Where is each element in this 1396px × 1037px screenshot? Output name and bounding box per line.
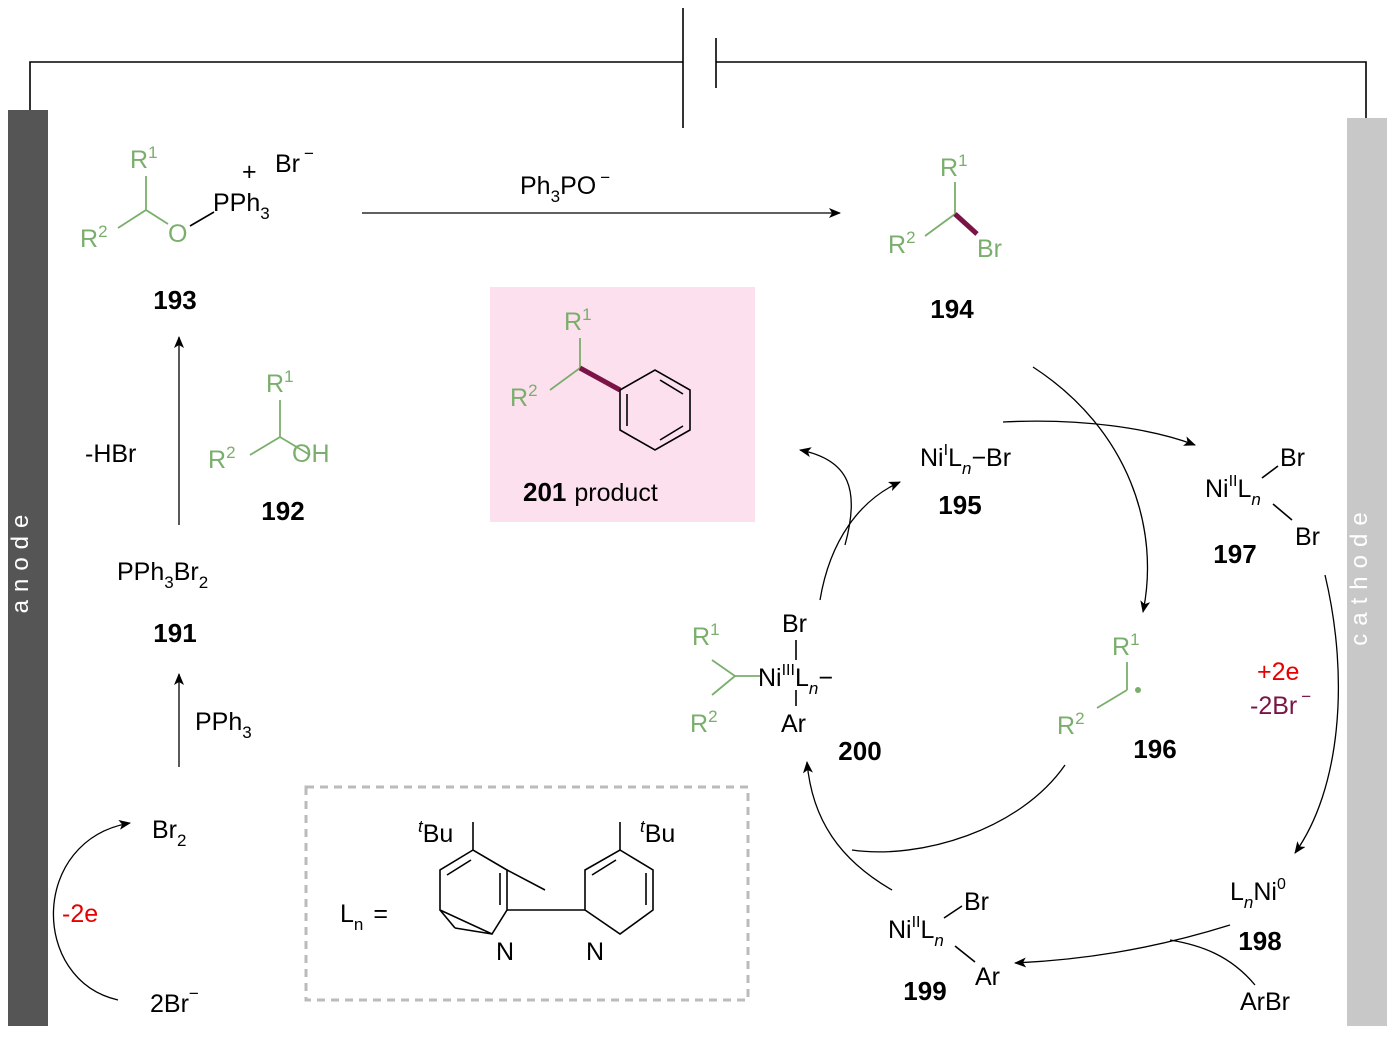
svg-text:Br: Br [1295, 523, 1320, 551]
arrow-198-to-199 [1014, 924, 1231, 968]
arrow-196-to-200 [851, 764, 1066, 853]
arrow-arbr-in [1169, 939, 1256, 986]
svg-text:tBu: tBu [640, 817, 675, 848]
svg-text:R1: R1 [1112, 630, 1140, 661]
compound-197-structure: NiIILn Br Br [1205, 444, 1320, 551]
svg-text:R2: R2 [208, 443, 236, 474]
svg-text:PPh3: PPh3 [213, 189, 270, 223]
svg-text:R1: R1 [940, 151, 968, 182]
compound-199-label: 199 [903, 976, 946, 1006]
product-box [490, 287, 755, 522]
svg-text:tBu: tBu [418, 817, 453, 848]
minus2br-label: -2Br− [1250, 687, 1311, 720]
arrow-199-to-200 [802, 761, 893, 891]
compound-198-label: 198 [1238, 926, 1281, 956]
compound-201-structure: R1 R2 [510, 305, 691, 451]
br2-label: Br2 [152, 816, 186, 850]
arbr-label: ArBr [1240, 988, 1290, 1016]
svg-text:N: N [496, 938, 514, 966]
svg-text:+: + [242, 158, 257, 186]
svg-text:Br: Br [964, 888, 989, 916]
arrow-200-to-195 [819, 481, 901, 601]
compound-195-structure: NiILn−Br [920, 442, 1011, 478]
compound-200-structure: R1 R2 NiIIILn− Br Ar [690, 610, 833, 738]
compound-199-structure: NiIILn Br Ar [888, 888, 1000, 991]
svg-text:NiIILn: NiIILn [1205, 473, 1261, 509]
svg-text:Br−: Br− [275, 144, 314, 178]
compound-192-structure: R1 R2 OH [208, 367, 330, 474]
svg-text:NiIILn: NiIILn [888, 914, 944, 950]
circuit [29, 8, 1367, 152]
svg-text:O: O [168, 220, 187, 248]
svg-text:OH: OH [292, 440, 330, 468]
pph3-label: PPh3 [195, 708, 252, 742]
compound-193-structure: R1 R2 O PPh3 + Br− [80, 143, 314, 253]
compound-193-label: 193 [153, 285, 196, 315]
compound-191-label: 191 [153, 618, 196, 648]
ligand-structure: Ln= N tBu N tBu [340, 817, 675, 966]
arrow-200-to-201 [799, 447, 852, 546]
anode-oxidation-arrow [52, 819, 131, 1001]
arrow-194-to-196 [1032, 366, 1151, 613]
svg-text:Br: Br [977, 235, 1002, 263]
compound-192-label: 192 [261, 496, 304, 526]
ph3po-label: Ph3PO− [520, 168, 610, 206]
compound-200-label: 200 [838, 736, 881, 766]
svg-text:Ar: Ar [975, 963, 1000, 991]
arrow-197-to-198 [1294, 574, 1339, 854]
ligand-label: Ln= [340, 900, 388, 934]
svg-text:R2: R2 [888, 228, 916, 259]
ligand-box [304, 785, 750, 1002]
compound-195-label: 195 [938, 490, 981, 520]
anode-label: anode [7, 507, 34, 614]
svg-text:R1: R1 [266, 367, 294, 398]
anode-bar [8, 110, 48, 1026]
compound-194-structure: R1 R2 Br [888, 151, 1002, 263]
anode-electron-label: -2e [62, 900, 98, 928]
svg-text:R2: R2 [1057, 709, 1085, 740]
arrow-195-to-197 [1002, 420, 1196, 446]
cathode-label: cathode [1346, 504, 1373, 645]
cathode-bar [1347, 118, 1387, 1026]
svg-text:R2: R2 [690, 707, 718, 738]
compound-194-label: 194 [930, 294, 974, 324]
compound-196-label: 196 [1133, 734, 1176, 764]
svg-text:Ar: Ar [781, 710, 806, 738]
compound-191-formula: PPh3Br2 [117, 558, 208, 592]
svg-text:N: N [586, 938, 604, 966]
plus2e-label: +2e [1257, 658, 1299, 686]
svg-text:R1: R1 [564, 305, 592, 336]
svg-text:Br: Br [1280, 444, 1305, 472]
svg-text:R1: R1 [130, 143, 158, 174]
compound-197-label: 197 [1213, 539, 1256, 569]
svg-text:R2: R2 [80, 222, 108, 253]
compound-196-structure: R1 R2 [1057, 630, 1141, 740]
svg-text:R1: R1 [692, 620, 720, 651]
compound-198-structure: LnNi0 [1230, 876, 1286, 912]
bromide-label: 2Br− [150, 984, 199, 1018]
svg-text:Br: Br [782, 610, 807, 638]
hbr-label: -HBr [85, 440, 136, 468]
